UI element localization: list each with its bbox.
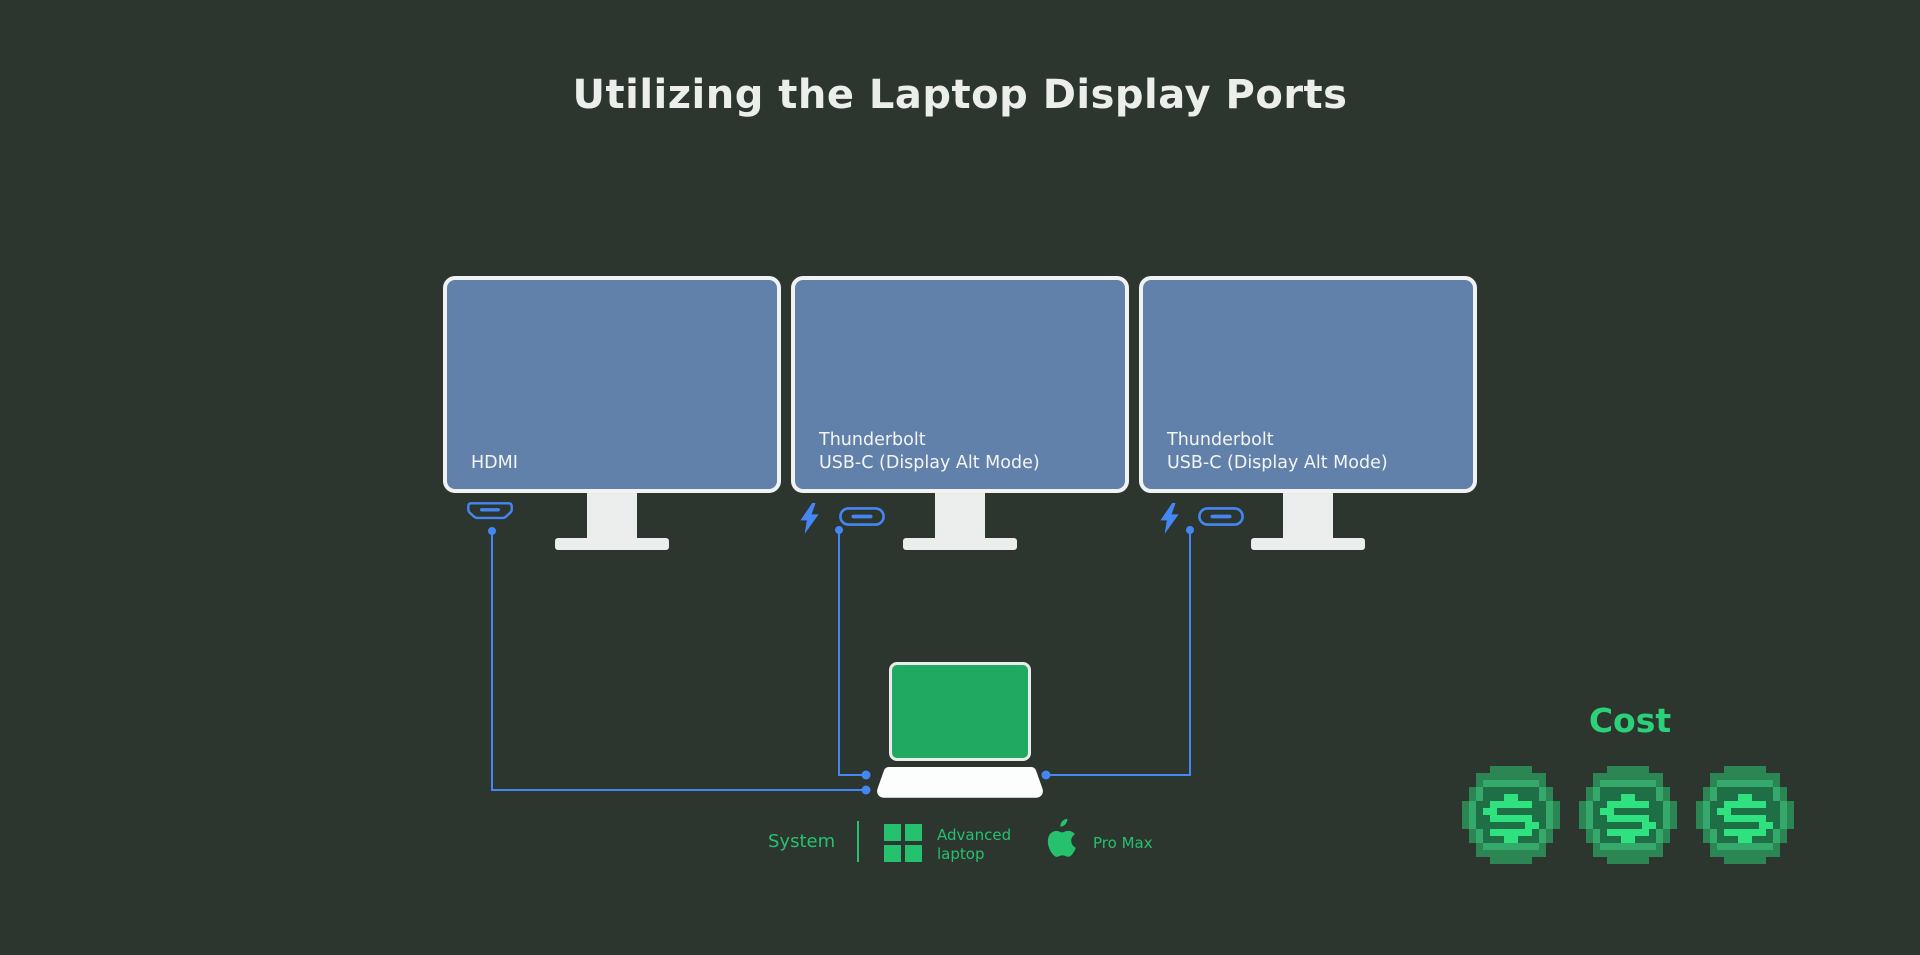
monitor-stand-base [903,538,1017,550]
monitor-hdmi: HDMI [443,276,781,576]
monitor-label-line2: USB-C (Display Alt Mode) [1167,452,1388,473]
monitor-label: Thunderbolt USB-C (Display Alt Mode) [819,429,1040,475]
cost-title: Cost [1588,701,1672,740]
monitor-screen: Thunderbolt USB-C (Display Alt Mode) [1139,276,1477,493]
coin-icon [1696,766,1794,864]
system-label: System [768,831,836,852]
monitor-stand-neck [935,493,985,539]
thunderbolt-icon [800,503,819,538]
monitor-stand-neck [1283,493,1333,539]
thunderbolt-icon [1160,503,1179,538]
cost-coins-row [1462,766,1802,864]
monitor-thunderbolt-1: Thunderbolt USB-C (Display Alt Mode) [791,276,1129,576]
coin-icon [1579,766,1677,864]
usb-c-port-icon [1198,507,1244,530]
laptop-screen [889,662,1031,761]
apple-option-label: Pro Max [1093,834,1153,852]
monitor-label-line1: HDMI [471,452,518,473]
monitor-label: Thunderbolt USB-C (Display Alt Mode) [1167,429,1388,475]
monitor-screen: HDMI [443,276,781,493]
usb-c-port-icon [839,507,885,530]
monitor-stand-neck [587,493,637,539]
monitor-label-line1: Thunderbolt [819,429,926,450]
hdmi-port-icon [467,502,513,525]
windows-logo-icon [884,824,922,862]
coin-icon [1462,766,1560,864]
monitor-label-line1: Thunderbolt [1167,429,1274,450]
laptop-base [876,766,1044,803]
system-divider [857,821,859,862]
apple-logo-icon [1040,813,1078,865]
monitor-thunderbolt-2: Thunderbolt USB-C (Display Alt Mode) [1139,276,1477,576]
monitor-label-line2: USB-C (Display Alt Mode) [819,452,1040,473]
monitor-screen: Thunderbolt USB-C (Display Alt Mode) [791,276,1129,493]
windows-option-label: Advanced laptop [937,826,1012,863]
monitor-stand-base [1251,538,1365,550]
page-title: Utilizing the Laptop Display Ports [572,72,1348,118]
monitor-stand-base [555,538,669,550]
monitor-label: HDMI [471,452,518,475]
